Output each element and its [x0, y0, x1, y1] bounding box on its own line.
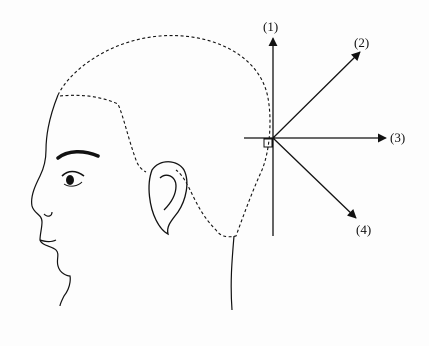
head-profile-icon: [32, 95, 234, 310]
eye-icon: [58, 152, 98, 186]
direction-1-label: (1): [263, 19, 278, 34]
eyebrow: [58, 152, 98, 158]
ear-icon: [149, 162, 187, 234]
right-angle-marker-icon: [264, 139, 272, 147]
arrow-direction-4: [273, 138, 356, 218]
hairline-outline: [58, 36, 270, 237]
face-outline: [32, 95, 71, 306]
eye-pupil: [66, 175, 74, 185]
direction-4-label: (4): [356, 222, 371, 237]
arrow-direction-2: [273, 52, 360, 138]
direction-2-label: (2): [354, 35, 369, 50]
direction-3-label: (3): [390, 130, 405, 145]
mouth-line: [40, 240, 56, 242]
neck-back-outline: [231, 236, 234, 310]
nose-detail: [44, 212, 52, 216]
eye-lid: [62, 172, 84, 177]
